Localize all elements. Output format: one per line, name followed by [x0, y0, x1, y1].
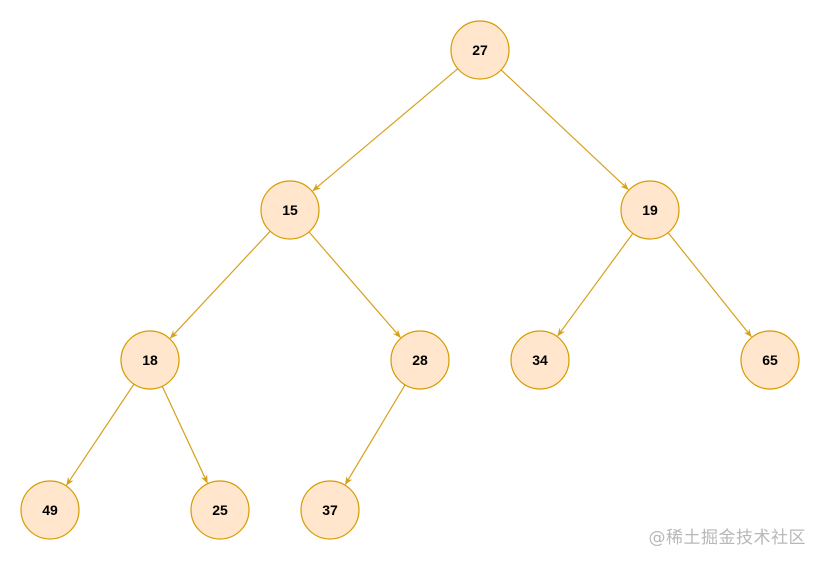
edge-27-15	[312, 68, 459, 192]
node-label: 25	[212, 502, 228, 518]
node-circle	[300, 480, 360, 540]
edge-27-19	[500, 69, 629, 191]
node-label: 27	[472, 42, 488, 58]
tree-node-19: 19	[620, 180, 680, 240]
tree-node-49: 49	[20, 480, 80, 540]
watermark-text: @稀土掘金技术社区	[648, 528, 806, 548]
node-circle	[120, 330, 180, 390]
node-circle	[390, 330, 450, 390]
node-label: 28	[412, 352, 428, 368]
nodes-group: 27 15 19 18 28 34 65 49 25 37	[20, 20, 800, 540]
edge-28-37	[344, 384, 406, 485]
edge-15-28	[308, 231, 401, 338]
node-label: 34	[532, 352, 548, 368]
node-label: 65	[762, 352, 778, 368]
tree-node-18: 18	[120, 330, 180, 390]
node-circle	[740, 330, 800, 390]
node-label: 19	[642, 202, 658, 218]
node-label: 37	[322, 502, 338, 518]
node-circle	[260, 180, 320, 240]
tree-node-37: 37	[300, 480, 360, 540]
tree-node-15: 15	[260, 180, 320, 240]
node-circle	[620, 180, 680, 240]
tree-node-28: 28	[390, 330, 450, 390]
edge-15-18	[169, 230, 271, 339]
node-circle	[20, 480, 80, 540]
edge-18-25	[161, 386, 208, 484]
node-circle	[510, 330, 570, 390]
edge-19-65	[667, 232, 752, 338]
node-label: 15	[282, 202, 298, 218]
edge-19-34	[557, 233, 634, 337]
tree-node-25: 25	[190, 480, 250, 540]
tree-node-65: 65	[740, 330, 800, 390]
edges-group	[66, 68, 752, 486]
tree-node-34: 34	[510, 330, 570, 390]
node-label: 49	[42, 502, 58, 518]
tree-node-27: 27	[450, 20, 510, 80]
node-circle	[450, 20, 510, 80]
node-label: 18	[142, 352, 158, 368]
edge-18-49	[66, 383, 135, 486]
node-circle	[190, 480, 250, 540]
